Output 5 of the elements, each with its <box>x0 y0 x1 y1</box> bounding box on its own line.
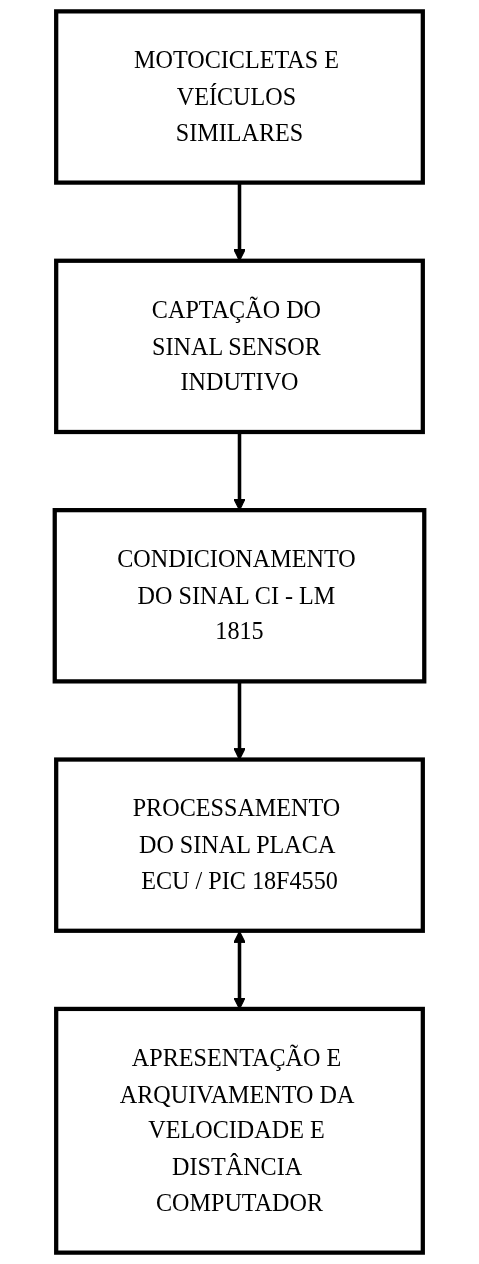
node-box: MOTOCICLETAS E VEÍCULOS SIMILARES <box>54 9 425 185</box>
node-box: PROCESSAMENTO DO SINAL PLACA ECU / PIC 18F4550 <box>54 757 425 933</box>
node-box: APRESENTAÇÃO E ARQUIVAMENTO DA VELOCIDADE E DISTÂNCIA COMPUTADOR <box>54 1006 425 1255</box>
node-box: CONDICIONAMENTO DO SINAL CI - LM 1815 <box>52 508 427 684</box>
node-box: CAPTAÇÃO DO SINAL SENSOR INDUTIVO <box>54 258 425 435</box>
